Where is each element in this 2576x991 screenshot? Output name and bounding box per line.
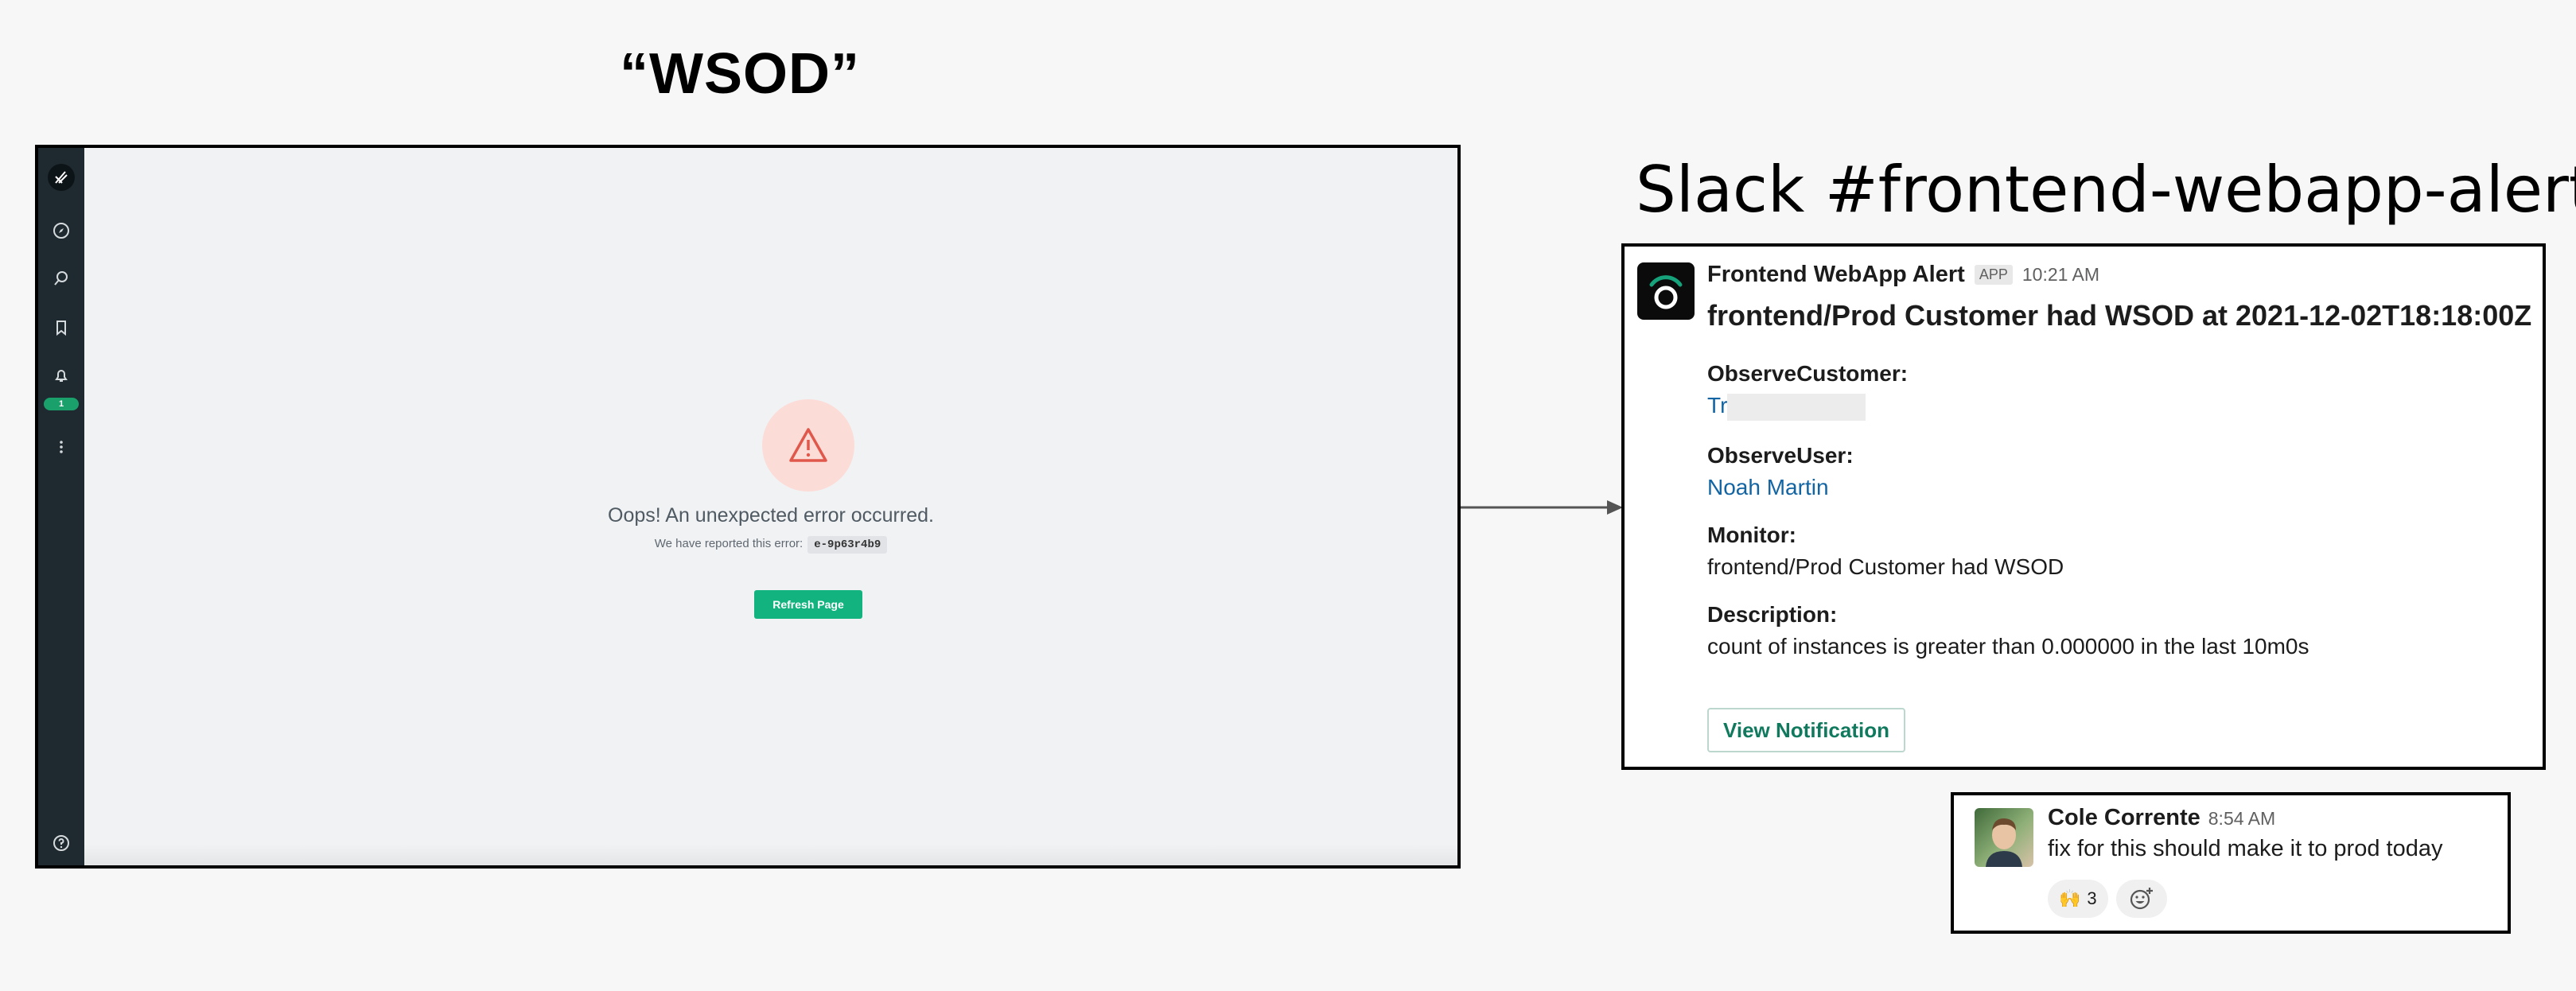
avatar[interactable] — [1975, 808, 2033, 867]
field-value: count of instances is greater than 0.000… — [1707, 633, 2309, 659]
field-value: frontend/Prod Customer had WSOD — [1707, 554, 2064, 579]
reactions: 🙌 3 — [2048, 880, 2167, 918]
search-icon[interactable] — [52, 269, 71, 288]
wsod-screenshot: 1 Oops! An unexpected error occurred. We… — [35, 145, 1461, 869]
reply-author[interactable]: Cole Corrente — [2048, 805, 2200, 830]
error-page: Oops! An unexpected error occurred. We h… — [84, 148, 1457, 865]
error-subtitle-text: We have reported this error: — [654, 537, 804, 550]
field-label: Description: — [1707, 601, 1838, 627]
reply-content: Cole Corrente 8:54 AM fix for this should… — [2048, 805, 2500, 862]
reply-time[interactable]: 8:54 AM — [2208, 808, 2276, 829]
help-icon[interactable] — [52, 834, 71, 853]
error-title: Oops! An unexpected error occurred. — [608, 504, 934, 527]
reaction-count: 3 — [2087, 888, 2097, 908]
add-emoji-icon — [2130, 888, 2153, 910]
wsod-heading: “WSOD” — [620, 42, 860, 106]
error-code: e-9p63r4b9 — [807, 536, 888, 554]
alert-content: Frontend WebApp Alert APP 10:21 AM front… — [1707, 261, 2532, 659]
compass-icon[interactable] — [52, 221, 71, 240]
add-reaction-button[interactable] — [2115, 880, 2167, 918]
more-icon[interactable] — [52, 437, 71, 457]
customer-link[interactable]: Tr — [1707, 393, 1728, 418]
alert-title: frontend/Prod Customer had WSOD at 2021-… — [1707, 299, 2532, 332]
slack-channel-heading: Slack #frontend-webapp-alerts — [1636, 153, 2576, 227]
bottom-fade — [84, 845, 1457, 865]
field-value: Tr — [1707, 393, 2527, 421]
field-monitor: Monitor: frontend/Prod Customer had WSOD — [1707, 523, 2527, 580]
field-label: ObserveCustomer: — [1707, 361, 1909, 386]
view-notification-button[interactable]: View Notification — [1707, 708, 1905, 752]
raised-hands-emoji: 🙌 — [2059, 888, 2081, 908]
app-tag: APP — [1974, 264, 2013, 285]
message-time[interactable]: 10:21 AM — [2021, 263, 2100, 285]
user-link[interactable]: Noah Martin — [1707, 474, 1829, 499]
slack-reply-message: Cole Corrente 8:54 AM fix for this should… — [1951, 792, 2511, 934]
error-subtitle: We have reported this error:e-9p63r4b9 — [84, 536, 1457, 554]
refresh-page-button[interactable]: Refresh Page — [754, 590, 862, 619]
logo-icon[interactable] — [48, 164, 75, 191]
bookmark-icon[interactable] — [52, 318, 71, 337]
notification-badge: 1 — [44, 398, 79, 410]
redaction-box — [1727, 393, 1866, 421]
bot-avatar — [1637, 262, 1695, 320]
field-label: ObserveUser: — [1707, 442, 1854, 468]
reaction-raised-hands[interactable]: 🙌 3 — [2048, 880, 2108, 918]
field-observe-user: ObserveUser: Noah Martin — [1707, 443, 2527, 500]
alert-header: Frontend WebApp Alert APP 10:21 AM — [1707, 261, 2527, 288]
field-observe-customer: ObserveCustomer: Tr — [1707, 361, 2527, 421]
slack-alert-message: Frontend WebApp Alert APP 10:21 AM front… — [1621, 243, 2546, 770]
bell-icon[interactable] — [52, 366, 71, 385]
warning-icon — [762, 399, 854, 492]
reply-text: fix for this should make it to prod toda… — [2048, 836, 2443, 861]
sender-name[interactable]: Frontend WebApp Alert — [1707, 261, 1965, 287]
field-label: Monitor: — [1707, 522, 1796, 547]
app-sidebar: 1 — [38, 148, 84, 865]
field-description: Description: count of instances is great… — [1707, 602, 2527, 659]
arrow-connector — [1461, 500, 1623, 515]
